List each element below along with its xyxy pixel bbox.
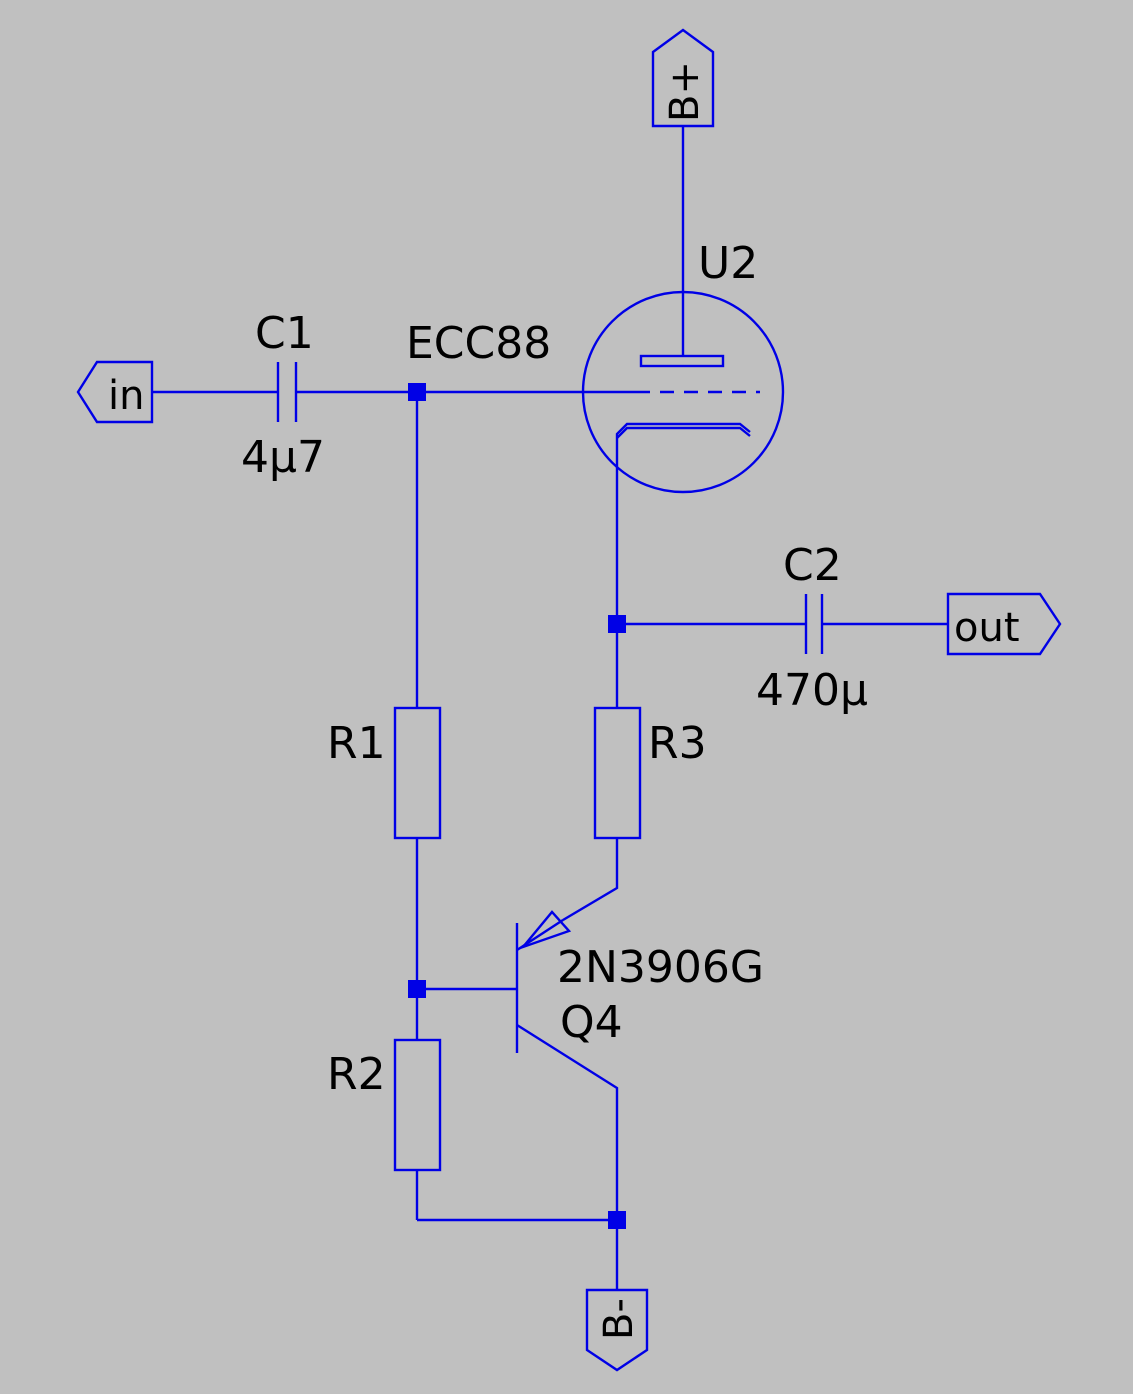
- port-out-label: out: [954, 605, 1020, 651]
- u2-envelope: [581, 290, 785, 494]
- r1-ref: R1: [327, 718, 386, 769]
- u2-value: ECC88: [406, 318, 551, 369]
- resistor-r3: R3: [593, 706, 707, 840]
- port-b-plus-label: B+: [662, 61, 708, 122]
- c1-value: 4µ7: [241, 432, 325, 483]
- c2-ref: C2: [783, 540, 842, 591]
- resistor-r2: R2: [327, 1038, 442, 1172]
- port-b-plus: B+: [651, 28, 715, 128]
- q4-emitter-arrow: [519, 910, 572, 950]
- wire-cathode-down: [615, 422, 751, 500]
- port-out: out: [946, 592, 1062, 656]
- r1-body: [393, 706, 442, 840]
- port-b-minus-shape: [585, 1288, 649, 1372]
- q4-value: 2N3906G: [557, 942, 764, 993]
- port-out-shape: [946, 592, 1062, 656]
- wire-r3-to-emitter: [562, 838, 619, 922]
- r3-ref: R3: [648, 718, 707, 769]
- u2-anode: [639, 354, 725, 368]
- port-in-label: in: [108, 373, 144, 419]
- capacitor-c1: C1 4µ7: [241, 308, 325, 483]
- triode-u2: U2 ECC88: [406, 238, 785, 494]
- u2-cathode: [616, 426, 751, 439]
- wire-collector-to-bminus: [516, 1023, 619, 1290]
- junction-cathode: [608, 615, 626, 633]
- port-b-minus-label: B-: [596, 1298, 642, 1340]
- junction-grid: [408, 383, 426, 401]
- junctions: [408, 383, 626, 1229]
- r3-body: [593, 706, 642, 840]
- junction-bminus: [608, 1211, 626, 1229]
- port-in: in: [76, 360, 154, 424]
- q4-ref: Q4: [560, 997, 623, 1048]
- r2-ref: R2: [327, 1049, 386, 1100]
- resistor-r1: R1: [327, 706, 442, 840]
- capacitor-c2: C2 470µ: [756, 540, 868, 716]
- u2-ref: U2: [698, 238, 758, 289]
- c2-value: 470µ: [756, 665, 868, 716]
- junction-base: [408, 980, 426, 998]
- c1-ref: C1: [255, 308, 314, 359]
- transistor-q4: 2N3906G Q4: [515, 910, 764, 1053]
- port-in-shape: [76, 360, 154, 424]
- r2-body: [393, 1038, 442, 1172]
- port-b-plus-shape: [651, 28, 715, 128]
- port-b-minus: B-: [585, 1288, 649, 1372]
